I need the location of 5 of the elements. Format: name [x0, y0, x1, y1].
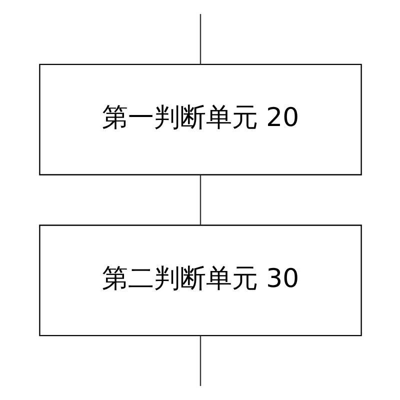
node-box: 第一判断单元 20 — [38, 64, 362, 176]
node-box: 第二判断单元 30 — [38, 224, 362, 336]
connector — [199, 14, 201, 64]
connector — [199, 336, 201, 386]
connector — [199, 174, 201, 225]
